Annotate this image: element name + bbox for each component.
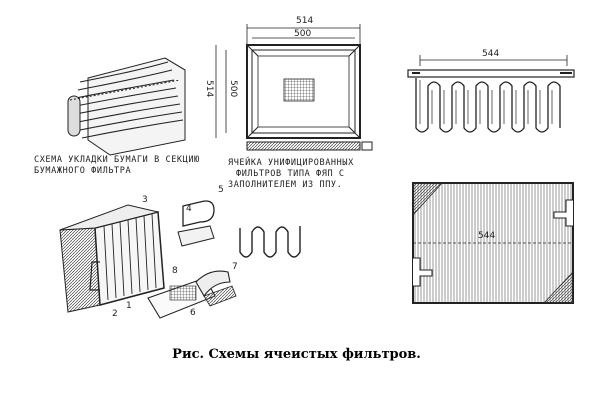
callout-4: 4	[186, 204, 192, 214]
callout-1: 1	[126, 301, 132, 311]
callout-3: 3	[142, 195, 148, 205]
callout-6: 6	[190, 308, 196, 318]
callout-7: 7	[232, 262, 238, 272]
callout-2: 2	[112, 309, 118, 319]
unified-cell-dim-side-inner: 500	[228, 80, 238, 98]
callout-5: 5	[218, 185, 224, 195]
unified-cell-dim-side-outer: 514	[204, 80, 214, 98]
frame-cell-drawing	[412, 182, 574, 304]
figure-caption: Рис. Схемы ячеистых фильтров.	[172, 347, 421, 362]
unified-cell-drawing	[215, 24, 373, 151]
frame-cell-dim: 544	[478, 231, 496, 241]
paper-section-caption-line1: СХЕМА УКЛАДКИ БУМАГИ В СЕКЦИЮ	[34, 155, 200, 165]
exploded-view-drawing	[59, 200, 301, 319]
unified-cell-caption-line3: ЗАПОЛНИТЕЛЕМ ИЗ ППУ.	[228, 180, 343, 190]
paper-filter-section-drawing	[67, 57, 186, 156]
wavy-section-dim: 544	[482, 49, 500, 59]
unified-cell-dim-inner: 500	[294, 29, 312, 39]
unified-cell-dim-outer: 514	[296, 16, 314, 26]
callout-8: 8	[172, 266, 178, 276]
wavy-section-drawing	[407, 55, 575, 133]
unified-cell-caption-line1: ЯЧЕЙКА УНИФИЦИРОВАННЫХ	[228, 158, 354, 168]
unified-cell-caption-line2: ФИЛЬТРОВ ТИПА ФЯП С	[236, 169, 345, 179]
paper-section-caption-line2: БУМАЖНОГО ФИЛЬТРА	[34, 166, 132, 176]
